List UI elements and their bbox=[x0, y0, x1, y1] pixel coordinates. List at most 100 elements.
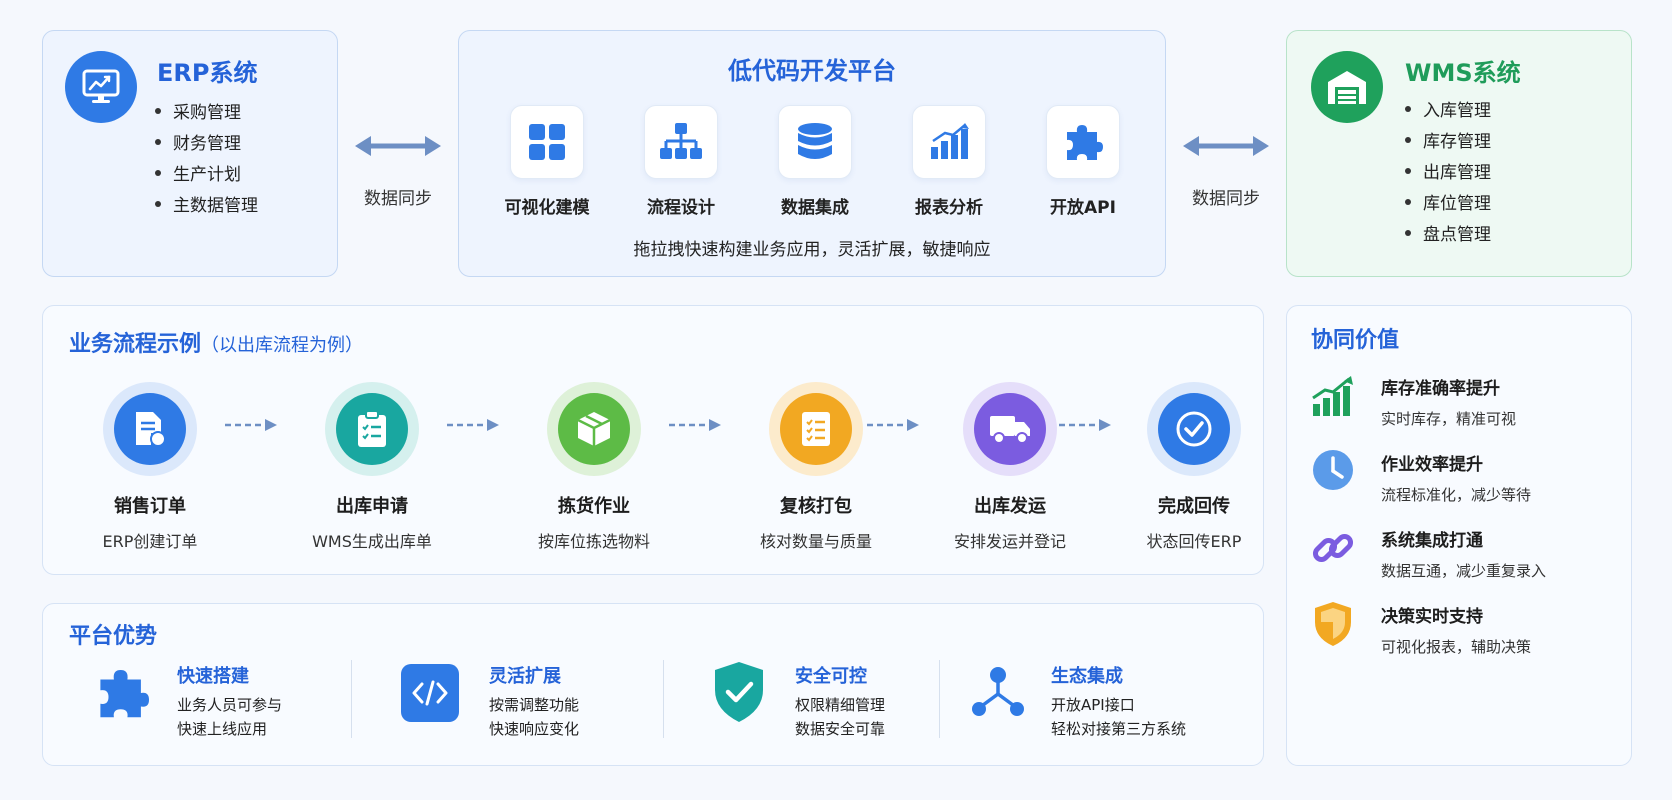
advantage-title: 安全可控 bbox=[795, 666, 867, 687]
step-title: 拣货作业 bbox=[558, 496, 630, 517]
flow-step-outbound-request: 出库申请 WMS生成出库单 bbox=[287, 382, 457, 552]
wms-feature-list: 入库管理 库存管理 出库管理 库位管理 盘点管理 bbox=[1405, 93, 1491, 248]
list-item: 盘点管理 bbox=[1405, 217, 1491, 248]
tool-data-integration: 数据集成 bbox=[755, 105, 875, 218]
advantage-line: 按需调整功能 bbox=[489, 696, 580, 714]
tool-label: 可视化建模 bbox=[504, 198, 590, 218]
lowcode-platform-card: 低代码开发平台 可视化建模 流程设计 bbox=[458, 30, 1166, 277]
grid-icon bbox=[529, 124, 565, 160]
divider bbox=[351, 660, 352, 738]
tool-label: 流程设计 bbox=[647, 198, 715, 218]
data-sync-left: 数据同步 bbox=[338, 134, 458, 209]
step-desc: 安排发运并登记 bbox=[953, 532, 1066, 551]
link-icon bbox=[1312, 533, 1354, 563]
value-item-inventory-accuracy: 库存准确率提升 实时库存，精准可视 bbox=[1381, 374, 1516, 429]
advantage-ecosystem: 生态集成 开放API接口 轻松对接第三方系统 bbox=[1051, 662, 1251, 742]
bar-chart-up-icon bbox=[1312, 376, 1353, 416]
step-desc: ERP创建订单 bbox=[102, 532, 198, 551]
step-title: 完成回传 bbox=[1158, 496, 1230, 517]
list-item: 采购管理 bbox=[155, 95, 258, 126]
value-title-text: 系统集成打通 bbox=[1381, 531, 1483, 551]
business-flow-card: 业务流程示例（以出库流程为例） 销售订单 ERP创建订单 bbox=[42, 305, 1264, 575]
value-item-efficiency: 作业效率提升 流程标准化，减少等待 bbox=[1381, 450, 1531, 505]
advantage-title: 生态集成 bbox=[1051, 666, 1123, 687]
tool-process-design: 流程设计 bbox=[621, 105, 741, 218]
advantages-title: 平台优势 bbox=[69, 624, 158, 649]
step-title: 出库发运 bbox=[974, 496, 1046, 517]
code-icon bbox=[401, 664, 459, 722]
tool-open-api: 开放API bbox=[1023, 105, 1143, 218]
step-title: 复核打包 bbox=[780, 496, 852, 517]
sync-label: 数据同步 bbox=[364, 189, 432, 209]
data-sync-right: 数据同步 bbox=[1166, 134, 1286, 209]
step-desc: 状态回传ERP bbox=[1146, 532, 1242, 551]
erp-system-card: ERP系统 采购管理 财务管理 生产计划 主数据管理 bbox=[42, 30, 338, 277]
arrow-right-icon bbox=[669, 419, 721, 431]
advantage-secure: 安全可控 权限精细管理 数据安全可靠 bbox=[795, 662, 975, 742]
list-item: 入库管理 bbox=[1405, 93, 1491, 124]
monitor-chart-icon bbox=[65, 51, 137, 123]
value-item-integration: 系统集成打通 数据互通，减少重复录入 bbox=[1381, 526, 1546, 581]
divider bbox=[939, 660, 940, 738]
erp-feature-list: 采购管理 财务管理 生产计划 主数据管理 bbox=[155, 95, 258, 219]
shield-icon bbox=[1315, 602, 1351, 646]
list-item: 主数据管理 bbox=[155, 188, 258, 219]
tool-visual-modeling: 可视化建模 bbox=[487, 105, 607, 218]
platform-advantages-card: 平台优势 快速搭建 业务人员可参与 快速上线应用 灵活扩展 按需调整功能 快速响… bbox=[42, 603, 1264, 766]
step-desc: 核对数量与质量 bbox=[759, 532, 872, 551]
arrow-right-icon bbox=[1059, 419, 1111, 431]
list-item: 生产计划 bbox=[155, 157, 258, 188]
sync-label: 数据同步 bbox=[1192, 189, 1260, 209]
advantage-fast-build: 快速搭建 业务人员可参与 快速上线应用 bbox=[177, 662, 357, 742]
list-item: 出库管理 bbox=[1405, 155, 1491, 186]
advantage-line: 数据安全可靠 bbox=[795, 720, 886, 738]
advantage-flexible: 灵活扩展 按需调整功能 快速响应变化 bbox=[489, 662, 669, 742]
advantage-line: 开放API接口 bbox=[1051, 696, 1135, 714]
network-icon bbox=[972, 667, 1024, 716]
clock-icon bbox=[1313, 450, 1353, 490]
value-desc-text: 流程标准化，减少等待 bbox=[1381, 486, 1532, 504]
document-icon bbox=[136, 412, 166, 447]
shield-check-icon bbox=[715, 662, 763, 722]
list-item: 财务管理 bbox=[155, 126, 258, 157]
advantage-line: 快速响应变化 bbox=[489, 720, 580, 738]
flow-title: 业务流程示例（以出库流程为例） bbox=[69, 332, 364, 357]
flow-step-shipping: 出库发运 安排发运并登记 bbox=[925, 382, 1095, 552]
tool-report-analysis: 报表分析 bbox=[889, 105, 1009, 218]
clipboard-icon bbox=[358, 410, 386, 447]
arrow-right-icon bbox=[225, 419, 277, 431]
advantage-line: 轻松对接第三方系统 bbox=[1051, 720, 1187, 738]
advantage-title: 灵活扩展 bbox=[489, 666, 561, 687]
lowcode-title: 低代码开发平台 bbox=[728, 57, 896, 85]
flow-step-picking: 拣货作业 按库位拣选物料 bbox=[509, 382, 679, 552]
flow-step-complete: 完成回传 状态回传ERP bbox=[1109, 382, 1279, 552]
advantage-title: 快速搭建 bbox=[177, 666, 249, 687]
puzzle-icon bbox=[1067, 125, 1103, 160]
value-title-text: 作业效率提升 bbox=[1381, 455, 1483, 475]
value-desc-text: 实时库存，精准可视 bbox=[1381, 410, 1517, 428]
list-item: 库存管理 bbox=[1405, 124, 1491, 155]
step-title: 出库申请 bbox=[336, 496, 408, 517]
advantage-line: 业务人员可参与 bbox=[177, 696, 283, 714]
erp-title: ERP系统 bbox=[157, 59, 258, 87]
value-title: 协同价值 bbox=[1311, 328, 1400, 353]
tool-label: 报表分析 bbox=[915, 198, 983, 218]
advantage-line: 权限精细管理 bbox=[795, 696, 886, 714]
lowcode-tagline: 拖拉拽快速构建业务应用，灵活扩展，敏捷响应 bbox=[633, 240, 991, 260]
value-desc-text: 数据互通，减少重复录入 bbox=[1381, 562, 1547, 580]
divider bbox=[663, 660, 664, 738]
tool-label: 数据集成 bbox=[781, 198, 849, 218]
check-circle-icon bbox=[1176, 411, 1212, 447]
step-desc: WMS生成出库单 bbox=[312, 532, 432, 551]
wms-system-card: WMS系统 入库管理 库存管理 出库管理 库位管理 盘点管理 bbox=[1286, 30, 1632, 277]
value-title-text: 库存准确率提升 bbox=[1381, 379, 1500, 399]
collaborative-value-card: 协同价值 库存准确率提升 实时库存，精准可视 作业效率提升 流程标准化，减少等待… bbox=[1286, 305, 1632, 766]
list-item: 库位管理 bbox=[1405, 186, 1491, 217]
flow-step-review-pack: 复核打包 核对数量与质量 bbox=[731, 382, 901, 552]
puzzle-icon bbox=[100, 670, 149, 718]
hierarchy-icon bbox=[660, 123, 702, 159]
flow-step-sales-order: 销售订单 ERP创建订单 bbox=[65, 382, 235, 552]
tool-label: 开放API bbox=[1050, 198, 1116, 218]
double-arrow-icon bbox=[355, 136, 441, 156]
value-title-text: 决策实时支持 bbox=[1381, 607, 1483, 627]
